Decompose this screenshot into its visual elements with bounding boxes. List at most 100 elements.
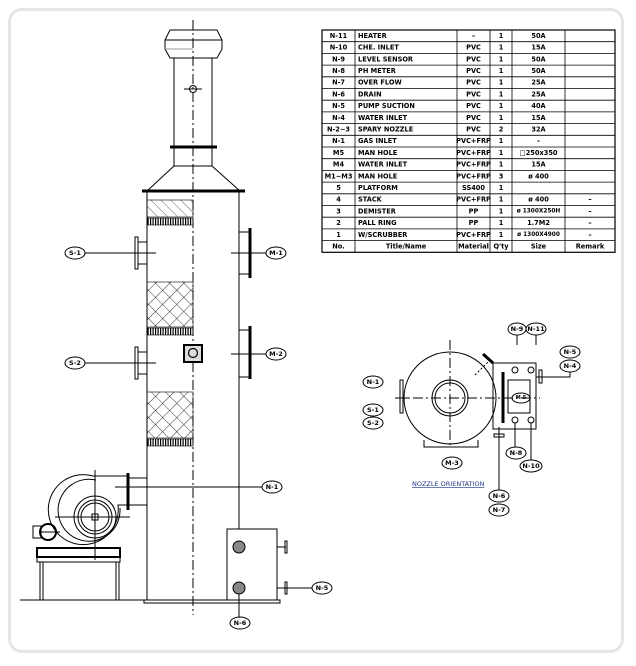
cell-name: DEMISTER — [358, 207, 396, 215]
cell-name: GAS INLET — [358, 137, 397, 145]
cell-material: PVC — [466, 114, 481, 122]
cell-no: 1 — [336, 231, 341, 239]
cell-size: 15A — [531, 161, 546, 169]
cell-name: WATER INLET — [358, 114, 408, 122]
svg-text:N-1: N-1 — [266, 483, 279, 491]
cell-material: PVC+FRP — [456, 231, 491, 239]
cell-material: PVC — [466, 125, 481, 133]
cell-material: PP — [469, 219, 479, 227]
cell-name: CHE. INLET — [358, 44, 399, 52]
table-border — [321, 29, 616, 253]
cell-name: WATER INLET — [358, 161, 408, 169]
cell-qty: 1 — [499, 207, 504, 215]
cell-remark: – — [588, 207, 591, 215]
cell-size: 25A — [531, 90, 546, 98]
cell-size: 50A — [531, 55, 546, 63]
cell-no: N-11 — [330, 32, 348, 40]
balloon-n7: N-7 — [488, 503, 510, 517]
balloon-n4: N-4 — [559, 359, 581, 373]
balloon-n6: N-6 — [488, 489, 510, 503]
packing-lower — [146, 391, 194, 439]
cell-no: N-6 — [332, 90, 345, 98]
cell-no: M1~M3 — [325, 172, 353, 180]
cell-material: PVC — [466, 67, 481, 75]
cell-material: PVC+FRP — [456, 172, 491, 180]
cell-name: LEVEL SENSOR — [358, 55, 413, 63]
cell-no: 5 — [336, 184, 341, 192]
svg-text:S-1: S-1 — [367, 406, 379, 414]
svg-text:N-5: N-5 — [316, 584, 329, 592]
cell-material: PVC — [466, 102, 481, 110]
svg-text:M-1: M-1 — [269, 249, 283, 257]
cell-material: – — [472, 32, 475, 40]
cell-no: N-5 — [332, 102, 345, 110]
cell-size: 32A — [531, 125, 546, 133]
balloon-n5: N-5 — [311, 581, 333, 595]
balloon-n11: N-11 — [525, 322, 547, 336]
sump-tank — [143, 528, 312, 617]
balloon-s1: S-1 — [64, 246, 86, 260]
cell-qty: 1 — [499, 90, 504, 98]
svg-text:N-6: N-6 — [493, 492, 506, 500]
cell-no: N-9 — [332, 55, 345, 63]
cell-size: □250x350 — [519, 149, 557, 157]
svg-text:N-11: N-11 — [527, 325, 545, 333]
cell-qty: 1 — [499, 231, 504, 239]
balloon-m3: M-3 — [441, 456, 463, 470]
cell-material: PVC+FRP — [456, 196, 491, 204]
cell-qty: 1 — [499, 184, 504, 192]
cell-size: Size — [531, 242, 547, 250]
svg-text:N-7: N-7 — [493, 506, 506, 514]
cell-remark: – — [588, 219, 591, 227]
cell-qty: 1 — [499, 137, 504, 145]
cell-remark: – — [588, 196, 591, 204]
cell-qty: 1 — [499, 102, 504, 110]
cell-qty: 3 — [499, 172, 504, 180]
cell-name: PUMP SUCTION — [358, 102, 415, 110]
cell-no: No. — [332, 242, 345, 250]
svg-text:S-2: S-2 — [367, 419, 379, 427]
balloon-n10: N-10 — [519, 459, 543, 473]
cell-name: PLATFORM — [358, 184, 398, 192]
cell-no: 3 — [336, 207, 341, 215]
cell-material: PP — [469, 207, 479, 215]
cell-size: 15A — [531, 44, 546, 52]
cell-name: MAN HOLE — [358, 172, 398, 180]
elevation-balloons: S-1 S-2 M-1 M-2 N-1 N-5 N-6 — [64, 246, 333, 630]
cell-qty: 1 — [499, 44, 504, 52]
svg-text:M-3: M-3 — [445, 459, 459, 467]
cell-size: 50A — [531, 32, 546, 40]
cell-no: N-2~3 — [327, 125, 350, 133]
balloon-s2: S-2 — [64, 356, 86, 370]
cell-size: ø 1300X250H — [517, 208, 561, 214]
svg-text:M-2: M-2 — [269, 350, 283, 358]
plan-caption: NOZZLE ORIENTATION — [412, 480, 485, 488]
svg-text:S-1: S-1 — [69, 249, 81, 257]
cell-material: PVC+FRP — [456, 137, 491, 145]
drawing-frame — [8, 8, 624, 653]
cell-size: 1.7M2 — [527, 219, 550, 227]
cell-qty: 1 — [499, 196, 504, 204]
nozzle-s2 — [85, 346, 156, 380]
nozzle-s1 — [85, 236, 156, 270]
svg-text:N-1: N-1 — [367, 378, 380, 386]
cell-no: N-4 — [332, 114, 345, 122]
cell-no: N-8 — [332, 67, 345, 75]
cell-qty: 2 — [499, 125, 504, 133]
svg-text:S-2: S-2 — [69, 359, 81, 367]
cell-name: PH METER — [358, 67, 396, 75]
svg-text:N-10: N-10 — [522, 462, 540, 470]
balloon-n5: N-5 — [559, 345, 581, 359]
